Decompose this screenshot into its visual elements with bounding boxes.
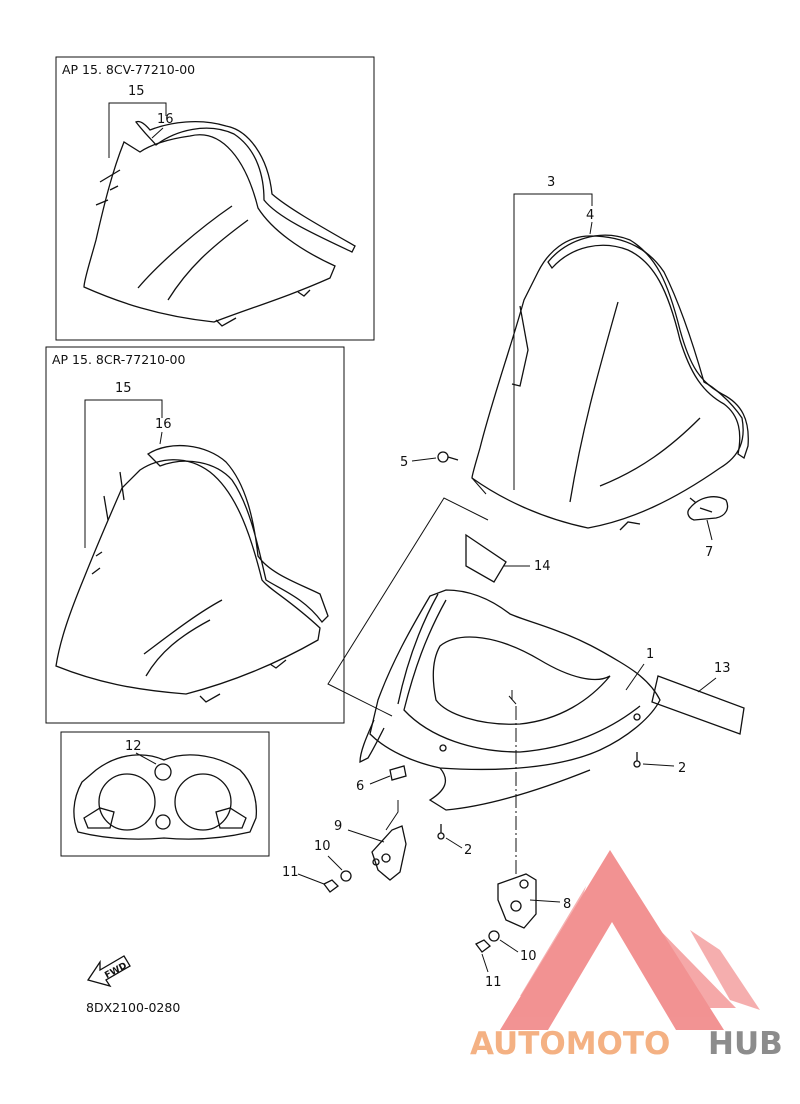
watermark-text-automoto: AUTOMOTO [470, 1026, 670, 1062]
meter-panel-gasket [73, 754, 258, 840]
bolt-5: 5 [400, 451, 459, 470]
windscreen-8cr [55, 444, 329, 703]
callout-7: 7 [705, 545, 713, 560]
windscreen-8cv [83, 120, 356, 327]
callout-3: 3 [547, 175, 555, 190]
sticker-14: 14 [465, 533, 551, 583]
callout-4: 4 [586, 208, 594, 223]
callout-16: 16 [155, 417, 172, 432]
callout-5: 5 [400, 455, 408, 470]
callout-11: 11 [282, 865, 299, 880]
front-cowling: 1 [359, 589, 661, 811]
clip-7: 7 [687, 496, 729, 560]
callout-2: 2 [464, 843, 472, 858]
callout-13: 13 [714, 661, 731, 676]
callout-2: 2 [678, 761, 686, 776]
callout-1: 1 [646, 647, 654, 662]
watermark-text-hub: HUB [708, 1026, 783, 1062]
inset-box-8cr: AP 15. 8CR-77210-00 15 16 [45, 346, 345, 724]
callout-15: 15 [115, 381, 132, 396]
callout-10: 10 [314, 839, 331, 854]
callout-10: 10 [520, 949, 537, 964]
bracket-9: 9 [334, 819, 407, 881]
fwd-arrow-icon: FWD [86, 955, 131, 988]
bracket-8: 8 [497, 873, 571, 929]
inset-title-8cr: AP 15. 8CR-77210-00 [52, 352, 186, 367]
diagram-code: 8DX2100-0280 [86, 1000, 180, 1015]
triangle-logo-icon [500, 850, 760, 1030]
screw-2-right: 2 [633, 752, 686, 776]
callout-12: 12 [125, 739, 142, 754]
inset-title-8cv: AP 15. 8CV-77210-00 [62, 62, 195, 77]
callout-9: 9 [334, 819, 342, 834]
screw-2-left: 2 [437, 824, 472, 858]
callout-8: 8 [563, 897, 571, 912]
sticker-13: 13 [651, 661, 745, 735]
meter-panel-box: 12 [60, 731, 270, 857]
washer-nut-right: 10 11 [475, 930, 537, 990]
grommet-6: 6 [356, 765, 407, 794]
washer-nut-left: 10 11 [282, 839, 352, 893]
inset-box-8cv: AP 15. 8CV-77210-00 15 16 [55, 56, 375, 341]
callout-14: 14 [534, 559, 551, 574]
callout-16: 16 [157, 112, 174, 127]
watermark-logo: AUTOMOTO HUB [470, 850, 783, 1062]
main-windscreen: 3 4 [471, 175, 749, 531]
callout-11: 11 [485, 975, 502, 990]
callout-15: 15 [128, 84, 145, 99]
callout-6: 6 [356, 779, 364, 794]
